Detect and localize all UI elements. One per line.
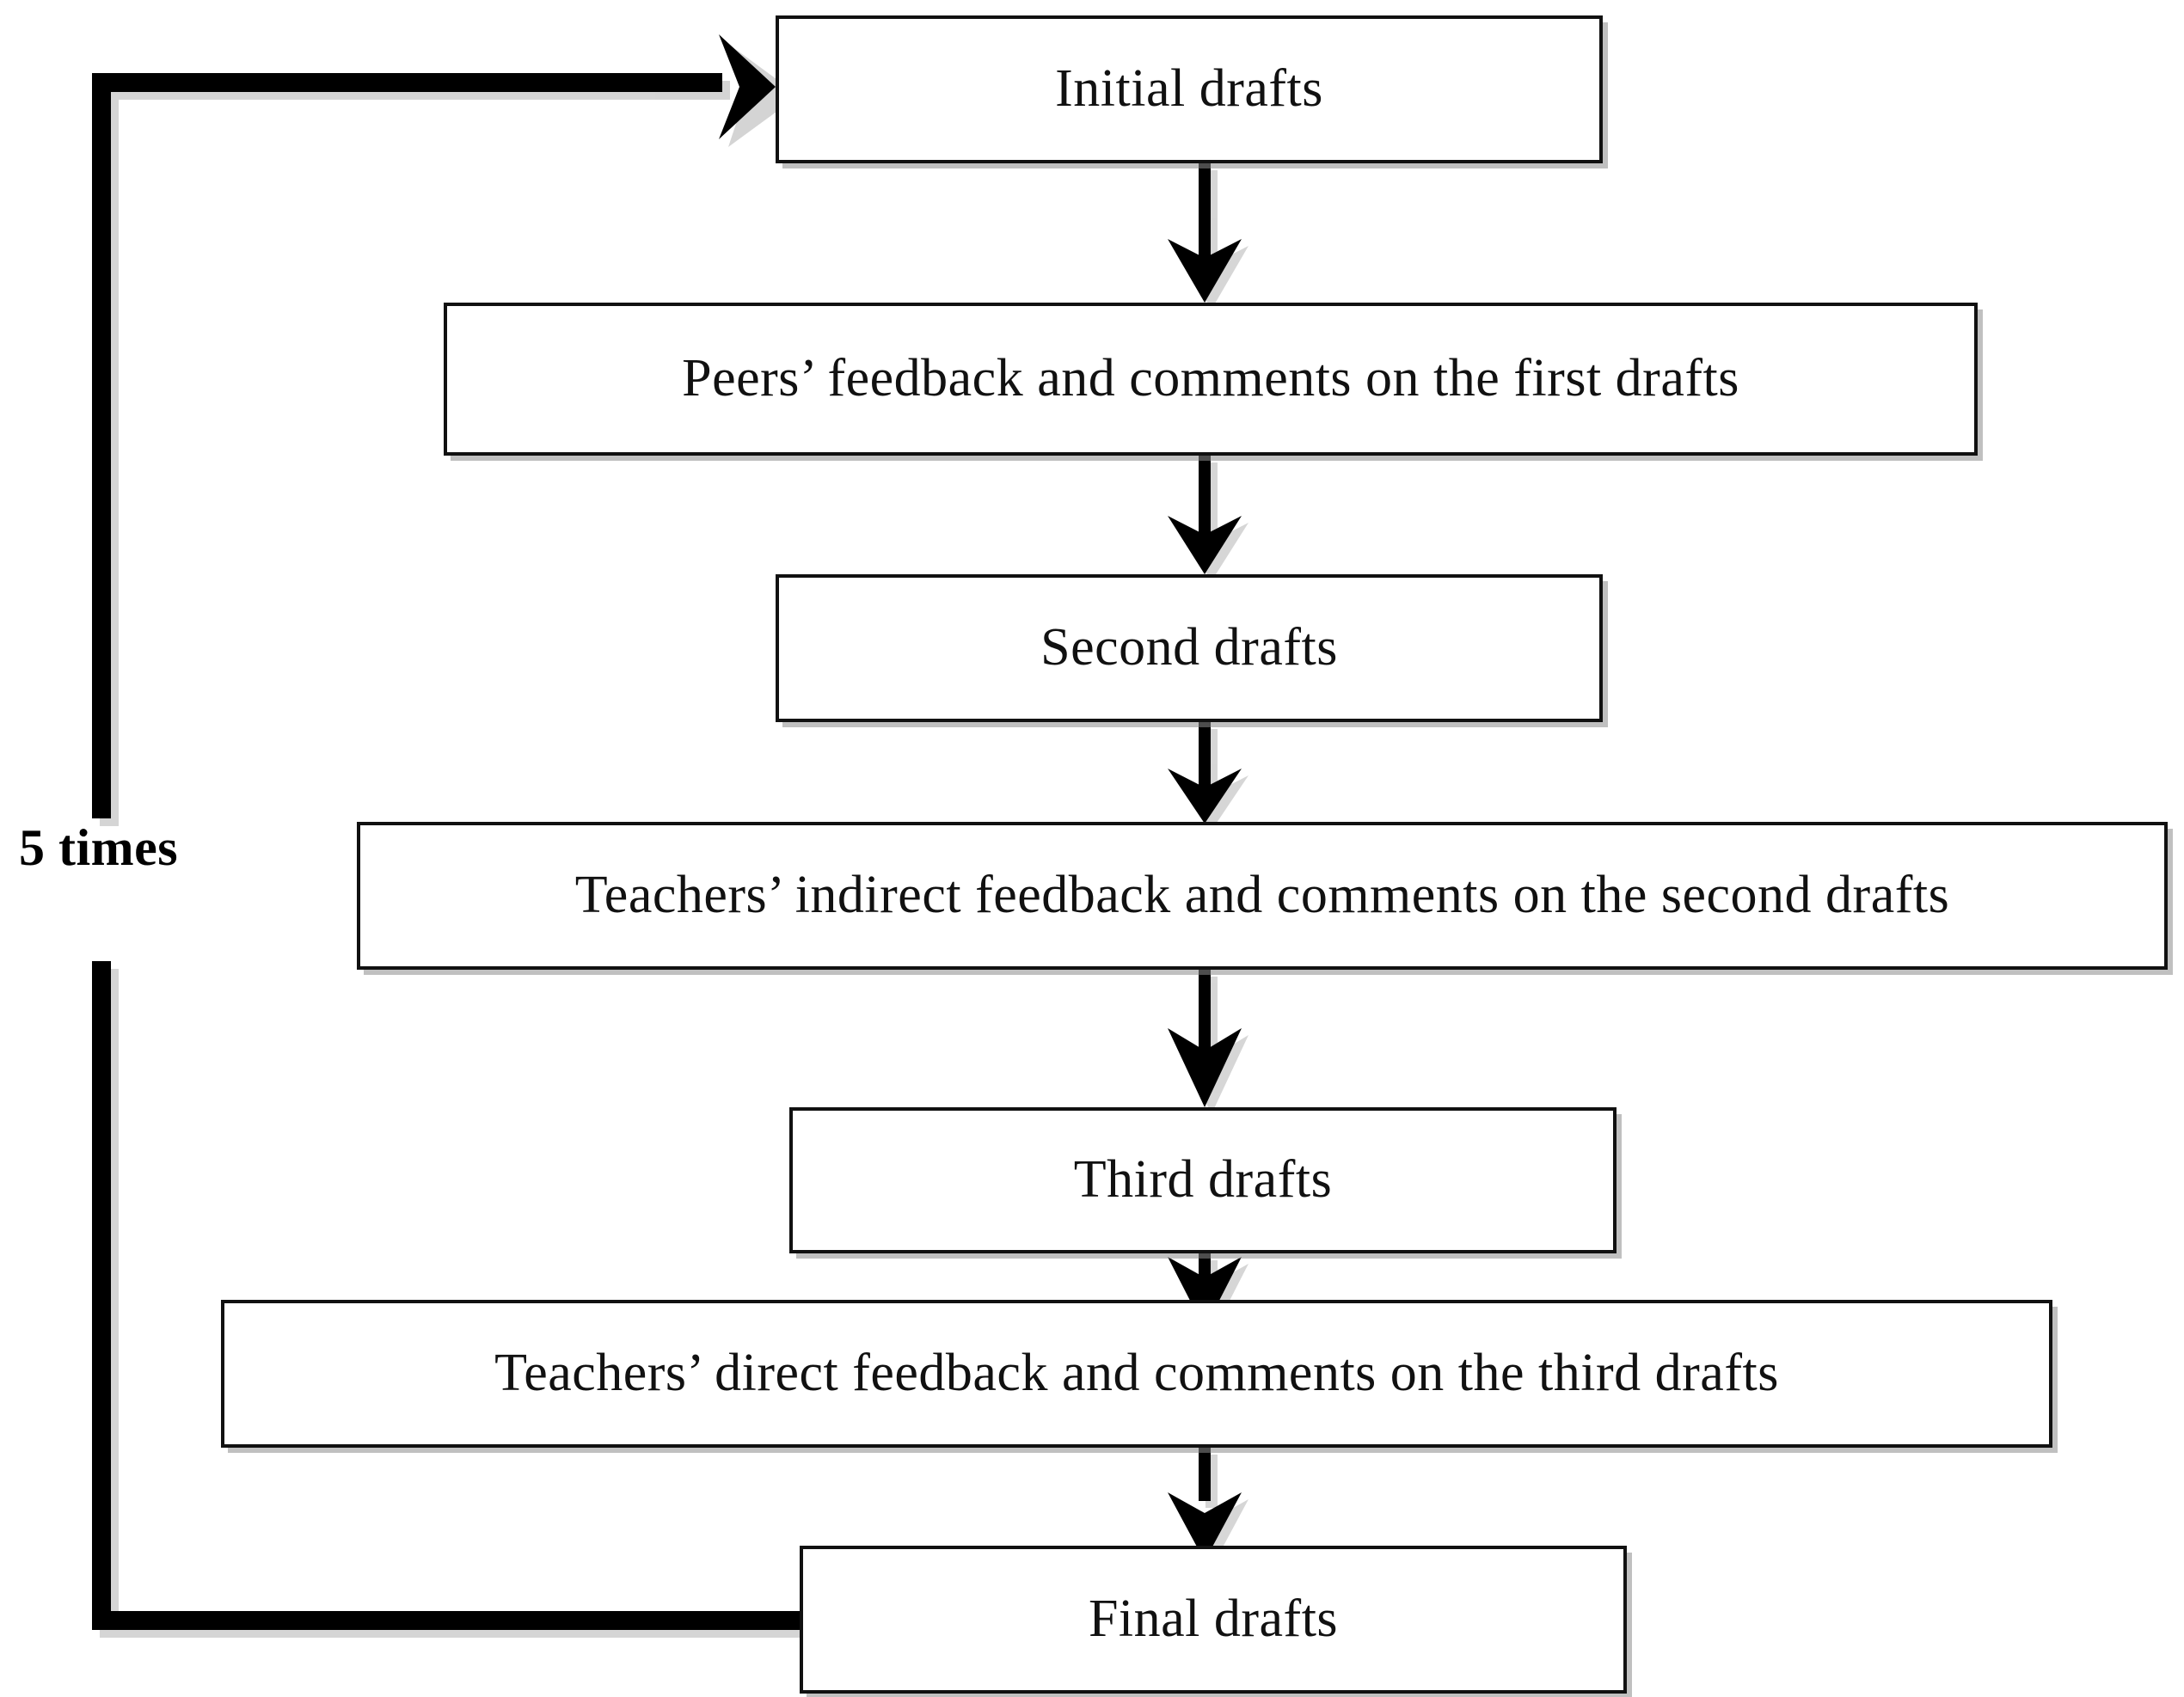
node-teacher-indirect-feedback-label: Teachers’ indirect feedback and comments… bbox=[574, 866, 1950, 925]
node-third-drafts-label: Third drafts bbox=[1073, 1150, 1333, 1210]
arrow-teacher-indirect-to-third bbox=[1168, 970, 1248, 1114]
arrow-teacher-direct-to-final bbox=[1168, 1448, 1248, 1568]
arrow-initial-to-peer-feedback bbox=[1168, 163, 1248, 309]
arrow-peer-feedback-to-second bbox=[1168, 456, 1248, 581]
node-second-drafts[interactable]: Second drafts bbox=[776, 574, 1603, 722]
node-third-drafts[interactable]: Third drafts bbox=[789, 1107, 1617, 1253]
node-teacher-direct-feedback[interactable]: Teachers’ direct feedback and comments o… bbox=[221, 1300, 2052, 1448]
node-teacher-direct-feedback-label: Teachers’ direct feedback and comments o… bbox=[494, 1344, 1779, 1403]
arrow-second-to-teacher-indirect bbox=[1168, 722, 1248, 830]
node-teacher-indirect-feedback[interactable]: Teachers’ indirect feedback and comments… bbox=[357, 822, 2168, 970]
node-second-drafts-label: Second drafts bbox=[1040, 618, 1338, 677]
node-initial-drafts[interactable]: Initial drafts bbox=[776, 15, 1603, 163]
feedback-loop-connector bbox=[92, 34, 807, 1638]
node-peer-feedback-label: Peers’ feedback and comments on the firs… bbox=[682, 349, 1739, 408]
loop-count-label: 5 times bbox=[19, 819, 179, 876]
node-final-drafts[interactable]: Final drafts bbox=[800, 1546, 1627, 1694]
node-initial-drafts-label: Initial drafts bbox=[1055, 59, 1323, 119]
node-peer-feedback[interactable]: Peers’ feedback and comments on the firs… bbox=[444, 303, 1978, 456]
node-final-drafts-label: Final drafts bbox=[1088, 1590, 1339, 1649]
